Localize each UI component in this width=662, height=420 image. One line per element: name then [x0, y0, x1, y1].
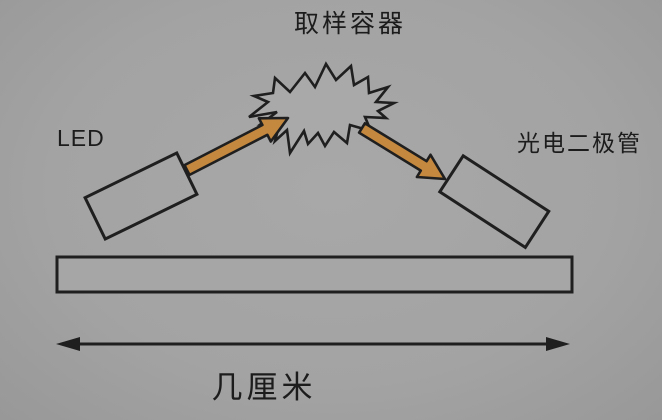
distance-label: 几厘米 [211, 370, 317, 405]
led-label: LED [57, 125, 105, 151]
photodiode-label: 光电二极管 [517, 130, 642, 156]
photodiode-box [437, 153, 551, 250]
double-headed-arrow [56, 337, 570, 351]
light-beam-arrow [183, 116, 290, 177]
base-board [55, 255, 574, 294]
scattered-beam-arrow [357, 122, 447, 181]
sample-container-label: 取样容器 [293, 10, 407, 38]
led-box [83, 150, 199, 242]
